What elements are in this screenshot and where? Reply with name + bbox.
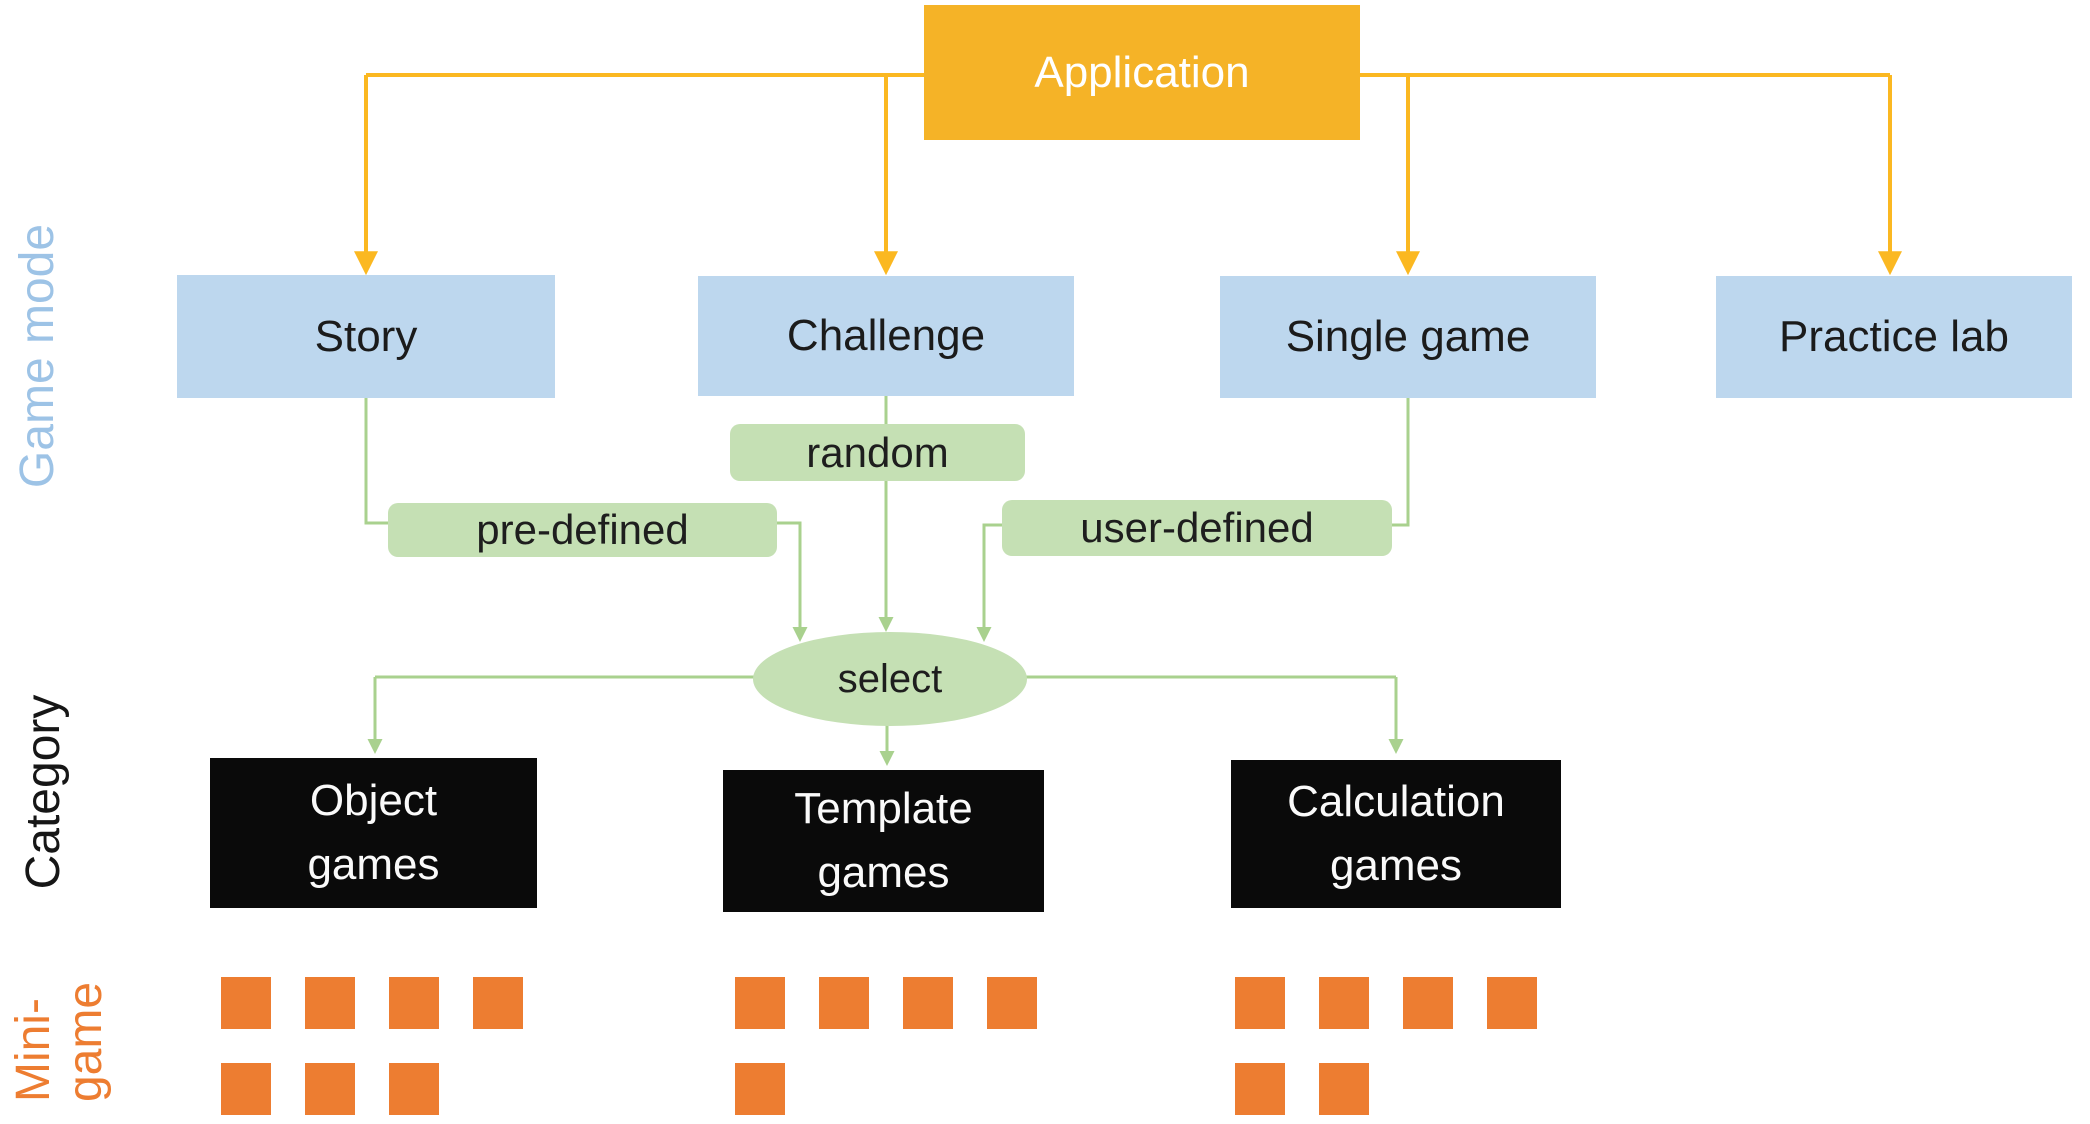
game-mode-node-single-game: Single game <box>1220 276 1596 398</box>
game-mode-node-practice-lab: Practice lab <box>1716 276 2072 398</box>
selection-pill-user-defined: user-defined <box>1002 500 1392 556</box>
minigame-group-template <box>735 977 1037 1115</box>
row-label-category: Category <box>17 694 71 890</box>
minigame-square <box>819 977 869 1029</box>
select-ellipse: select <box>753 632 1027 726</box>
minigame-square <box>221 977 271 1029</box>
minigame-square <box>305 1063 355 1115</box>
minigame-square <box>1235 977 1285 1029</box>
game-mode-node-story: Story <box>177 275 555 398</box>
minigame-row <box>221 977 523 1029</box>
minigame-group-object <box>221 977 523 1115</box>
minigame-square <box>1235 1063 1285 1115</box>
minigame-square <box>221 1063 271 1115</box>
selection-pill-random: random <box>730 424 1025 481</box>
minigame-square <box>735 1063 785 1115</box>
row-label-game-mode: Game mode <box>11 223 65 489</box>
minigame-row <box>1235 977 1537 1029</box>
minigame-square <box>987 977 1037 1029</box>
category-node-calculation-games: Calculation games <box>1231 760 1561 908</box>
minigame-row <box>735 977 1037 1029</box>
category-node-template-games: Template games <box>723 770 1044 912</box>
minigame-row <box>1235 1063 1369 1115</box>
application-node: Application <box>924 5 1360 140</box>
minigame-square <box>903 977 953 1029</box>
selection-pill-pre-defined: pre-defined <box>388 503 777 557</box>
minigame-square <box>1487 977 1537 1029</box>
minigame-square <box>1403 977 1453 1029</box>
row-label-mini-game: Mini- game <box>7 981 112 1103</box>
game-mode-node-challenge: Challenge <box>698 276 1074 396</box>
minigame-square <box>389 1063 439 1115</box>
minigame-square <box>389 977 439 1029</box>
minigame-square <box>1319 1063 1369 1115</box>
minigame-row <box>221 1063 439 1115</box>
minigame-square <box>473 977 523 1029</box>
minigame-square <box>1319 977 1369 1029</box>
category-node-object-games: Object games <box>210 758 537 908</box>
minigame-square <box>735 977 785 1029</box>
minigame-square <box>305 977 355 1029</box>
minigame-row <box>735 1063 785 1115</box>
minigame-group-calculation <box>1235 977 1537 1115</box>
